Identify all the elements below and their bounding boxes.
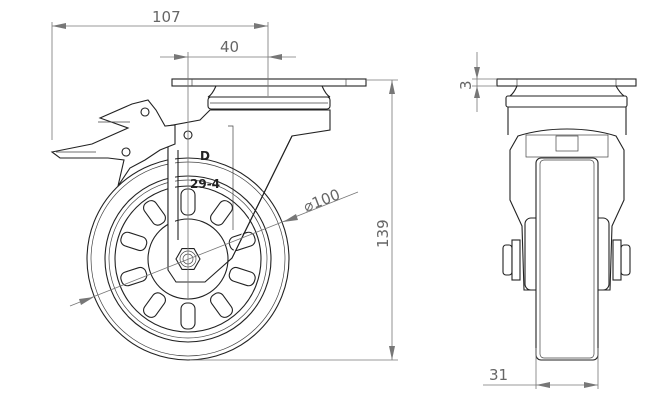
wheel-spoke xyxy=(210,292,233,318)
wheel-spoke xyxy=(120,231,148,252)
pivot-pin xyxy=(140,107,150,117)
svg-text:⌀100: ⌀100 xyxy=(301,185,343,215)
wheel-spoke xyxy=(180,302,196,330)
wheel-spoke xyxy=(143,200,166,226)
wheel-spoke xyxy=(143,292,166,318)
front-view xyxy=(496,78,637,361)
swivel-bearing xyxy=(207,85,331,98)
top-plate-front xyxy=(496,78,637,87)
svg-text:31: 31 xyxy=(489,366,508,384)
wheel-spoke xyxy=(120,266,148,287)
dimension-139: 139 xyxy=(190,79,398,361)
brake-lever xyxy=(50,99,176,187)
axle-nut-left xyxy=(502,244,513,276)
svg-text:40: 40 xyxy=(220,38,239,56)
wheel-spoke xyxy=(210,200,233,226)
svg-text:107: 107 xyxy=(152,8,181,26)
dimension-3: 3 xyxy=(457,52,497,112)
model-code: 29-4 xyxy=(190,177,220,191)
logo-mark: D xyxy=(200,149,210,163)
dimension-107: 107 xyxy=(51,8,269,140)
top-plate xyxy=(171,78,367,87)
svg-text:139: 139 xyxy=(374,219,392,248)
side-view: D 29-4 xyxy=(50,52,367,361)
wheel-spoke xyxy=(228,231,256,252)
wheel-spoke xyxy=(228,266,256,287)
axle-nut-right xyxy=(620,244,631,276)
dimension-31: 31 xyxy=(483,348,599,389)
svg-text:3: 3 xyxy=(457,80,475,90)
dimension-40: 40 xyxy=(160,38,296,60)
wheel-front xyxy=(535,157,599,361)
